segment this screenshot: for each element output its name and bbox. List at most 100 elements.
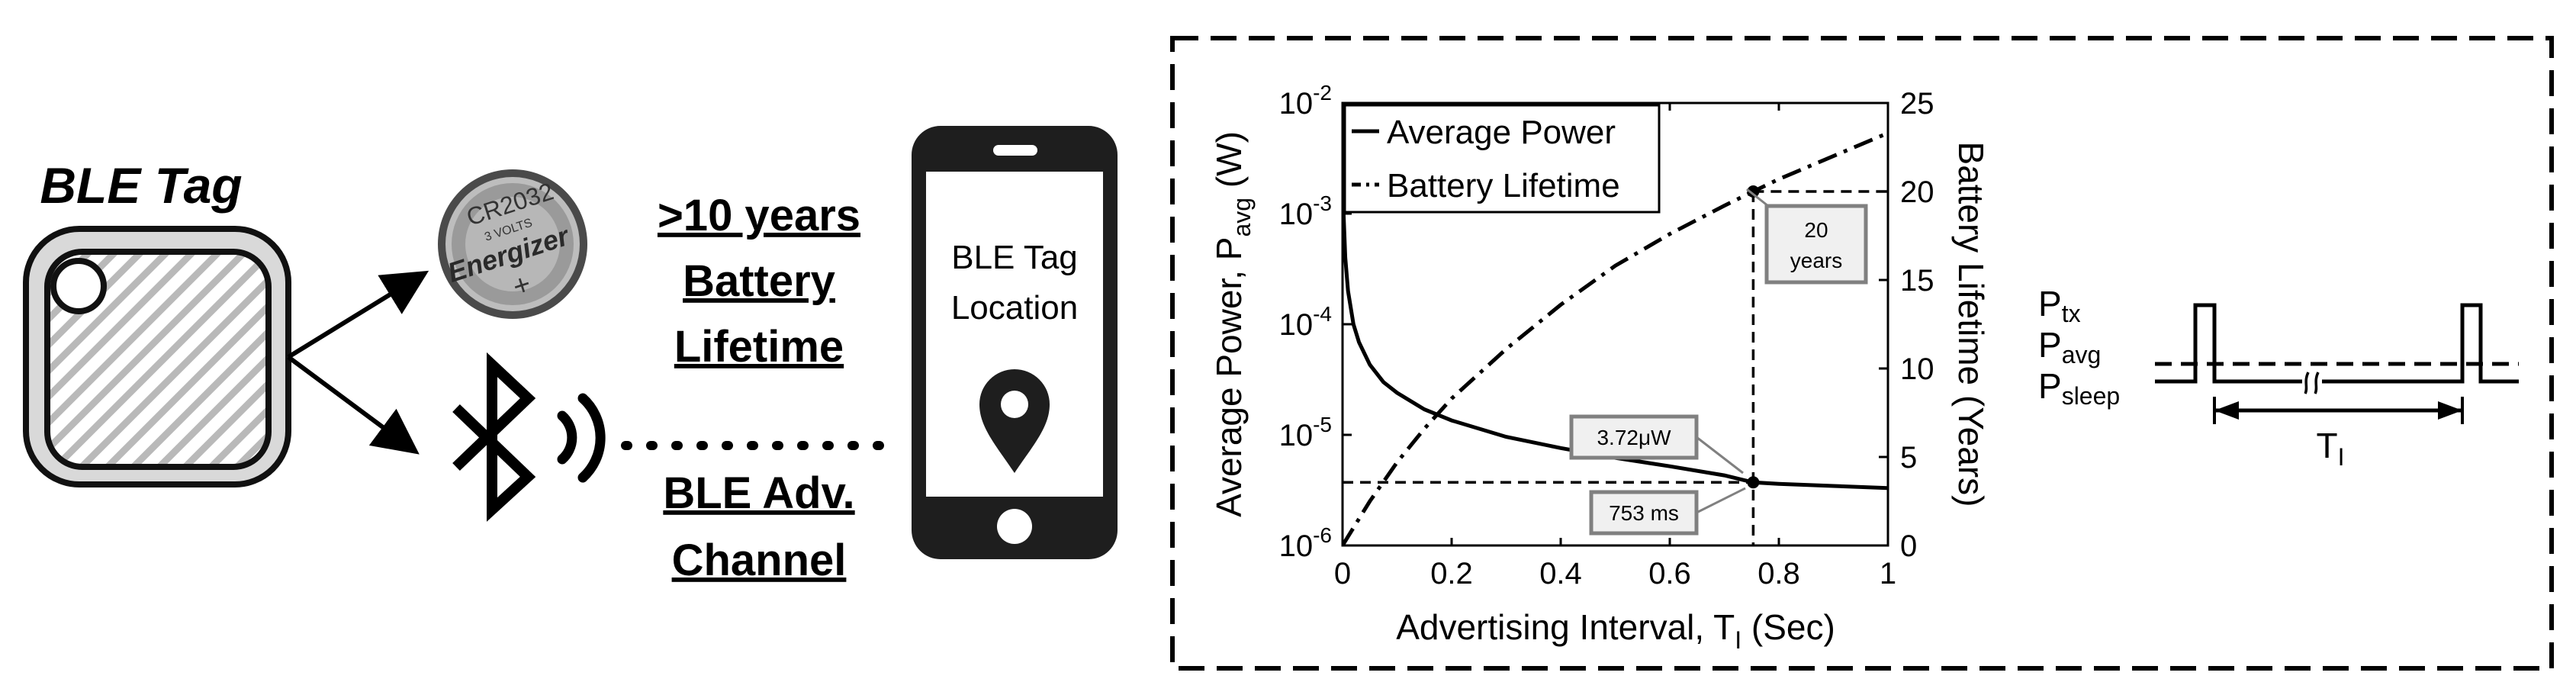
marker-power-point — [1747, 476, 1760, 489]
phone-text-line-1: BLE Tag — [951, 239, 1078, 276]
level-label-tx: Ptx — [2038, 284, 2081, 327]
y-right-tick-label: 10 — [1900, 352, 1934, 386]
y-left-axis-label: Average Power, Pavg (W) — [1209, 131, 1256, 517]
annotation-interval-box — [1589, 490, 1699, 536]
y-right-tick-label: 15 — [1900, 264, 1934, 298]
annotation-power: 3.72μW — [1569, 414, 1744, 475]
interval-arrowhead-left — [2214, 401, 2239, 420]
channel-note: BLE Adv. Channel — [663, 468, 854, 585]
arrow-to-bluetooth — [287, 355, 420, 455]
x-axis-label-main: Advertising Interval, T — [1396, 607, 1735, 647]
annotation-interval: 753 ms — [1589, 487, 1746, 536]
level-label-sleep-sub: sleep — [2062, 382, 2121, 410]
level-label-avg-base: P — [2038, 325, 2062, 365]
annotation-lifetime-line-1: 20 — [1804, 218, 1828, 242]
interval-label: TI — [2317, 426, 2345, 471]
y-left-tick-exponent: -3 — [1313, 191, 1332, 215]
bluetooth-icon — [452, 352, 536, 522]
y-left-tick-base: 10 — [1279, 529, 1314, 563]
y-right-tick-labels: 0 5 10 15 20 25 — [1879, 87, 1934, 563]
y-right-tick-label: 0 — [1900, 529, 1917, 563]
pulse-waveform — [2155, 303, 2302, 384]
interval-label-base: T — [2317, 426, 2338, 465]
marker-guide-lines — [1343, 190, 1888, 545]
x-axis-label-tail: (Sec) — [1741, 607, 1835, 647]
x-tick-label: 0.2 — [1430, 557, 1473, 590]
y-left-tick-label: 10-4 — [1279, 302, 1332, 342]
signal-waves-icon — [557, 393, 606, 483]
y-left-axis-label-tail: (W) — [1209, 131, 1249, 198]
battery-note-line-2: Battery — [683, 256, 835, 306]
tag-keyring-hole — [50, 258, 107, 314]
pulse-waveform-right — [2322, 303, 2519, 384]
ble-tag-device — [23, 226, 291, 487]
y-right-axis-label: Battery Lifetime (Years) — [1951, 142, 1991, 507]
legend-label-lifetime: Battery Lifetime — [1387, 167, 1620, 204]
y-left-tick-label: 10-5 — [1279, 413, 1332, 452]
y-left-tick-base: 10 — [1279, 87, 1314, 121]
x-tick-label: 0 — [1334, 557, 1351, 590]
chart-legend: Average Power Battery Lifetime — [1343, 104, 1661, 214]
level-label-sleep-base: P — [2038, 366, 2062, 406]
marker-lifetime-point — [1747, 185, 1760, 198]
phone-home-button-icon — [997, 509, 1032, 544]
y-right-tick-label: 5 — [1900, 441, 1917, 475]
channel-note-line-2: Channel — [672, 536, 847, 585]
annotation-lifetime-line-2: years — [1790, 249, 1842, 272]
annotation-interval-text: 753 ms — [1609, 501, 1679, 525]
level-label-avg: Pavg — [2038, 325, 2101, 368]
phone-speaker-icon — [993, 145, 1037, 156]
x-tick-label: 0.4 — [1539, 557, 1582, 590]
y-left-tick-label: 10-6 — [1279, 523, 1332, 563]
x-tick-label: 0.8 — [1758, 557, 1800, 590]
x-axis-label: Advertising Interval, TI (Sec) — [1396, 607, 1835, 654]
dashed-panel-border — [1170, 36, 2554, 671]
y-left-tick-exponent: -6 — [1313, 523, 1332, 547]
phone-text-line-2: Location — [951, 289, 1078, 327]
y-left-tick-base: 10 — [1279, 419, 1314, 452]
arrow-to-battery — [287, 270, 429, 359]
annotation-lifetime-box — [1764, 204, 1868, 285]
y-left-tick-label: 10-2 — [1279, 81, 1332, 121]
x-tick-labels: 0 0.2 0.4 0.6 0.8 1 — [1334, 103, 1896, 590]
y-right-tick-label: 25 — [1900, 87, 1934, 121]
x-tick-label: 0.6 — [1648, 557, 1691, 590]
level-label-sleep: Psleep — [2038, 366, 2120, 410]
marker-points — [1747, 185, 1760, 489]
level-label-tx-sub: tx — [2062, 300, 2081, 327]
legend-label-power: Average Power — [1387, 114, 1616, 151]
y-right-tick-label: 20 — [1900, 175, 1934, 209]
timing-diagram: Ptx Pavg Psleep TI — [2038, 284, 2519, 471]
annotation-lifetime: 20 years — [1746, 188, 1868, 285]
y-left-axis-label-main: Average Power, P — [1209, 237, 1249, 517]
level-label-avg-sub: avg — [2062, 341, 2102, 368]
y-left-tick-label: 10-3 — [1279, 191, 1332, 231]
series-battery-lifetime-line — [1343, 131, 1888, 545]
channel-note-line-1: BLE Adv. — [663, 468, 854, 518]
coin-battery-icon: CR2032 3 VOLTS Energizer + — [438, 169, 587, 319]
left-panel: BLE Tag CR2032 3 VOLTS Energizer + — [23, 126, 1118, 585]
y-left-tick-base: 10 — [1279, 308, 1314, 342]
level-label-tx-base: P — [2038, 284, 2062, 323]
location-pin-icon — [979, 369, 1050, 473]
y-left-tick-base: 10 — [1279, 198, 1314, 231]
battery-note-line-1: >10 years — [658, 191, 860, 240]
annotation-power-text: 3.72μW — [1597, 426, 1671, 449]
annotation-power-box — [1569, 414, 1699, 460]
x-tick-label: 1 — [1880, 557, 1896, 590]
legend-box — [1343, 104, 1661, 214]
axis-break-icon — [2304, 372, 2320, 394]
x-axis-label-sub: I — [1735, 626, 1741, 654]
interval-label-sub: I — [2338, 443, 2345, 471]
ble-tag-title: BLE Tag — [40, 157, 242, 214]
y-left-tick-exponent: -2 — [1313, 81, 1332, 105]
interval-arrowhead-right — [2438, 401, 2462, 420]
y-left-axis-label-sub: avg — [1228, 198, 1256, 237]
y-left-tick-exponent: -4 — [1313, 302, 1332, 326]
smartphone-icon: BLE Tag Location — [912, 126, 1118, 559]
y-left-tick-exponent: -5 — [1313, 413, 1332, 436]
battery-note-line-3: Lifetime — [674, 322, 844, 372]
battery-note: >10 years Battery Lifetime — [658, 191, 860, 372]
